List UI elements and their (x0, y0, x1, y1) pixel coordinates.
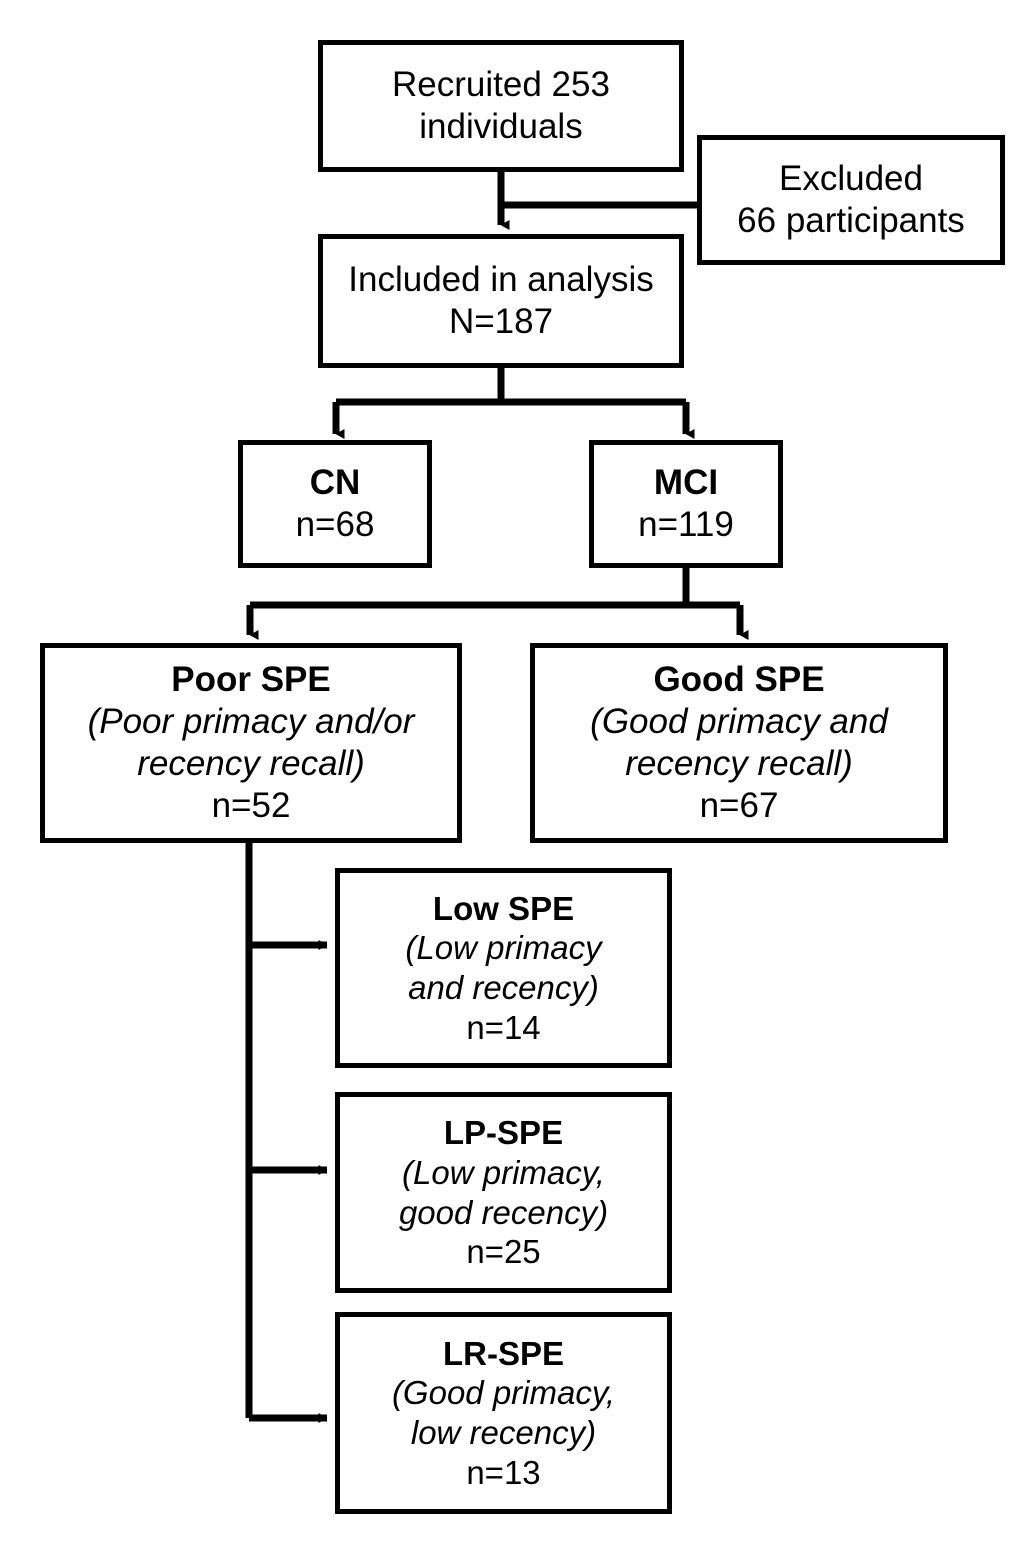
node-cn-body: CN n=68 (243, 462, 427, 546)
node-poor-spe-desc-2: recency recall) (137, 744, 365, 783)
node-poor-spe-count: n=52 (211, 786, 291, 825)
node-mci-label: MCI (653, 463, 719, 502)
node-low-spe-count: n=14 (466, 1008, 541, 1046)
node-cn-count: n=68 (295, 505, 375, 544)
node-included-line-1: Included in analysis (348, 260, 654, 299)
node-mci-body: MCI n=119 (594, 462, 778, 546)
node-cn-label: CN (309, 463, 361, 502)
node-lr-spe-desc-1: (Good primacy, (391, 1374, 616, 1412)
node-lp-spe-desc-1: (Low primacy, (402, 1153, 605, 1191)
node-lp-spe-desc-2: good recency) (398, 1193, 609, 1231)
node-lr-spe-body: LR-SPE (Good primacy, low recency) n=13 (340, 1334, 667, 1492)
node-lr-spe-count: n=13 (466, 1453, 541, 1491)
node-excluded-line-1: Excluded (779, 159, 923, 198)
node-good-spe-desc-1: (Good primacy and (590, 702, 888, 741)
node-lr-spe-label: LR-SPE (442, 1334, 564, 1372)
node-lp-spe-label: LP-SPE (443, 1114, 564, 1152)
node-included-line-2: N=187 (448, 302, 554, 341)
node-good-spe-label: Good SPE (653, 660, 825, 699)
node-included[interactable]: Included in analysis N=187 (318, 234, 684, 368)
node-recruited[interactable]: Recruited 253 individuals (318, 40, 684, 172)
node-poor-spe[interactable]: Poor SPE (Poor primacy and/or recency re… (40, 643, 462, 843)
node-good-spe-desc-2: recency recall) (625, 744, 853, 783)
node-excluded[interactable]: Excluded 66 participants (697, 135, 1005, 265)
node-lp-spe-body: LP-SPE (Low primacy, good recency) n=25 (340, 1113, 667, 1271)
node-lp-spe[interactable]: LP-SPE (Low primacy, good recency) n=25 (335, 1092, 672, 1293)
node-good-spe-count: n=67 (699, 786, 779, 825)
node-lr-spe[interactable]: LR-SPE (Good primacy, low recency) n=13 (335, 1312, 672, 1514)
node-low-spe-desc-1: (Low primacy (405, 929, 602, 967)
node-cn[interactable]: CN n=68 (238, 440, 432, 568)
node-good-spe[interactable]: Good SPE (Good primacy and recency recal… (530, 643, 948, 843)
node-excluded-body: Excluded 66 participants (702, 158, 1000, 242)
node-low-spe[interactable]: Low SPE (Low primacy and recency) n=14 (335, 868, 672, 1068)
node-mci-count: n=119 (638, 505, 734, 544)
node-lr-spe-desc-2: low recency) (410, 1414, 597, 1451)
node-recruited-body: Recruited 253 individuals (323, 64, 679, 148)
node-excluded-line-2: 66 participants (737, 201, 965, 240)
node-lp-spe-count: n=25 (466, 1233, 541, 1271)
node-low-spe-label: Low SPE (432, 889, 575, 927)
node-poor-spe-desc-1: (Poor primacy and/or (87, 702, 415, 741)
node-mci[interactable]: MCI n=119 (589, 440, 783, 568)
node-poor-spe-label: Poor SPE (171, 660, 331, 699)
node-low-spe-desc-2: and recency) (408, 969, 599, 1006)
node-low-spe-body: Low SPE (Low primacy and recency) n=14 (340, 889, 667, 1047)
node-good-spe-body: Good SPE (Good primacy and recency recal… (535, 659, 943, 827)
node-included-body: Included in analysis N=187 (323, 259, 679, 343)
node-recruited-line-1: Recruited 253 (392, 65, 610, 104)
node-poor-spe-body: Poor SPE (Poor primacy and/or recency re… (45, 659, 457, 827)
node-recruited-line-2: individuals (419, 107, 583, 146)
